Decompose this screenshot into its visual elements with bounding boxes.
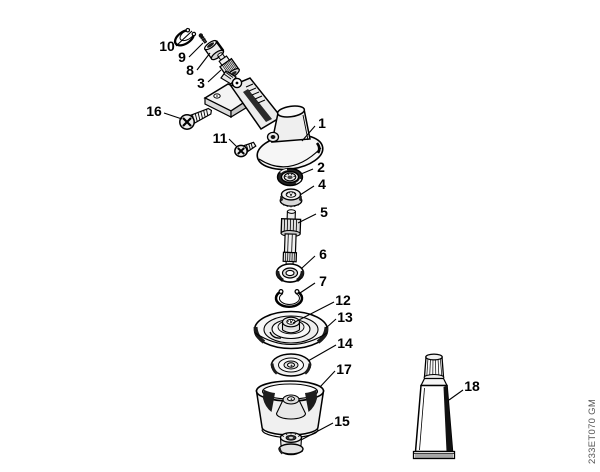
leader-1 xyxy=(301,125,316,142)
part-retaining-ring xyxy=(274,288,304,308)
part-pin xyxy=(198,33,208,44)
part-rotor-disc xyxy=(253,310,329,350)
leader-18 xyxy=(448,389,464,401)
leader-9 xyxy=(188,42,204,58)
part-label-10: 10 xyxy=(159,38,175,54)
part-ball-bearing-upper xyxy=(276,167,304,187)
part-label-11: 11 xyxy=(213,130,228,146)
leader-3 xyxy=(207,69,222,83)
part-label-6: 6 xyxy=(319,246,327,262)
part-label-12: 12 xyxy=(335,292,351,308)
part-ball-bearing-lower xyxy=(275,263,305,283)
part-label-16: 16 xyxy=(146,103,162,119)
part-washer xyxy=(270,353,312,377)
part-cup-hub xyxy=(275,394,307,420)
part-label-7: 7 xyxy=(319,273,327,289)
leader-5 xyxy=(297,213,317,224)
part-label-2: 2 xyxy=(317,159,325,175)
leader-14 xyxy=(307,344,337,362)
part-label-8: 8 xyxy=(186,62,194,78)
leader-4 xyxy=(299,185,315,196)
part-label-14: 14 xyxy=(337,335,353,351)
leader-16 xyxy=(163,112,183,120)
drawing-code: 233ET070 GM xyxy=(587,399,598,464)
part-cup xyxy=(255,380,325,439)
leader-13 xyxy=(325,318,337,329)
part-screw-16 xyxy=(179,107,213,130)
part-label-17: 17 xyxy=(336,361,352,377)
part-screw-11 xyxy=(234,141,257,158)
part-label-18: 18 xyxy=(464,378,480,394)
leader-15 xyxy=(300,422,334,441)
part-grease-tube xyxy=(412,353,456,460)
part-gear-head-housing xyxy=(203,70,324,171)
leader-12 xyxy=(292,301,335,324)
leader-6 xyxy=(301,255,316,269)
part-label-3: 3 xyxy=(197,75,205,91)
part-label-1: 1 xyxy=(318,115,326,131)
part-pinion-sleeve xyxy=(279,188,303,208)
leader-7 xyxy=(299,282,316,294)
leader-8 xyxy=(196,52,211,71)
part-collar-nut xyxy=(278,432,304,456)
leader-17 xyxy=(319,370,336,388)
leader-10 xyxy=(175,30,193,47)
part-label-5: 5 xyxy=(320,204,328,220)
leader-2 xyxy=(300,168,314,175)
part-label-4: 4 xyxy=(318,176,326,192)
part-drive-shaft xyxy=(280,209,302,266)
part-label-15: 15 xyxy=(334,413,350,429)
leader-11 xyxy=(228,138,238,148)
leader-lines xyxy=(163,30,464,441)
part-label-13: 13 xyxy=(337,309,353,325)
part-label-9: 9 xyxy=(178,49,186,65)
